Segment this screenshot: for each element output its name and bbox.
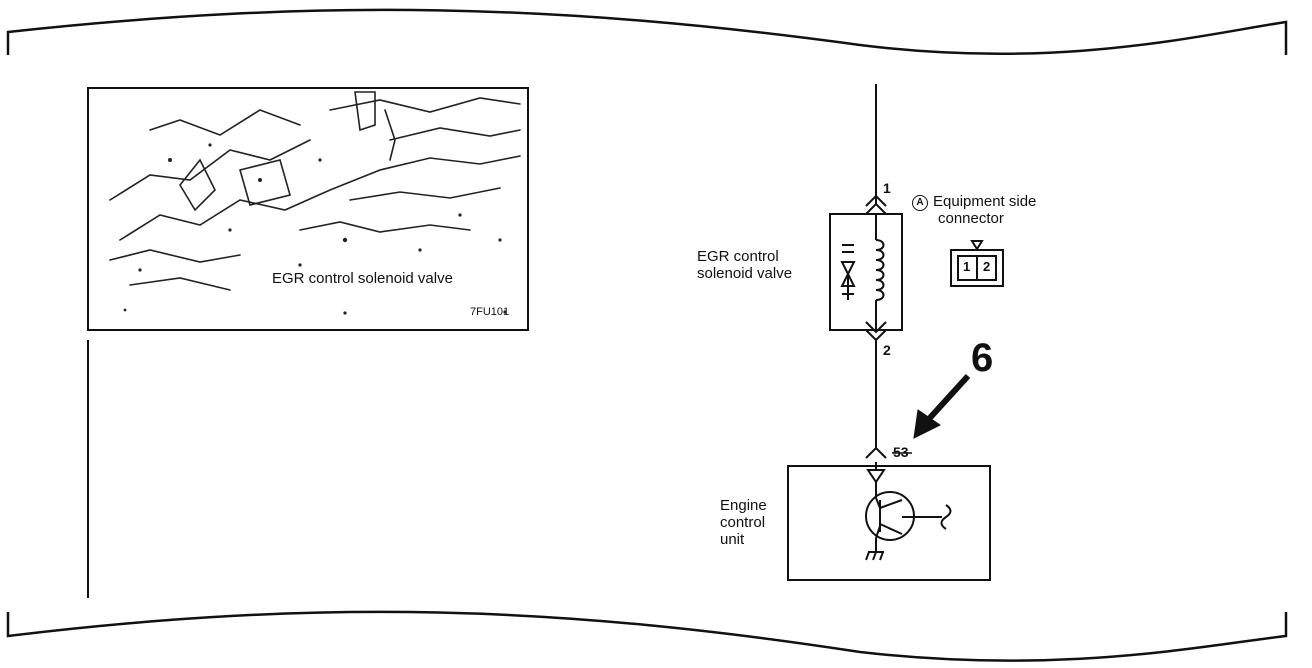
callout-number: 6 [971, 336, 994, 380]
ecu-terminal-number: 53 [893, 444, 909, 460]
valve-label: EGR control solenoid valve [697, 248, 793, 283]
ecu-label-line2: control [720, 513, 766, 531]
ecu-label: Engine control unit [720, 497, 767, 548]
engine-control-unit-symbol [787, 446, 991, 581]
bottom-wavy-border [6, 610, 1288, 662]
photo-figure-code: 7FU101 [470, 306, 510, 318]
top-wavy-border [6, 8, 1288, 56]
photo-caption: EGR control solenoid valve [272, 270, 453, 287]
equipment-side-connector-symbol [950, 240, 1004, 287]
pin-top-number: 1 [883, 180, 891, 196]
solenoid-valve-symbol [829, 194, 903, 342]
pin-bottom-number: 2 [883, 342, 891, 358]
callout-arrow [913, 373, 971, 439]
valve-label-line2: solenoid valve [697, 264, 793, 282]
ecu-label-line1: Engine [720, 497, 767, 514]
connector-label-line1: Equipment side [933, 193, 1037, 210]
photo-illustration [87, 87, 529, 331]
connector-pin-2: 2 [983, 259, 991, 274]
connector-label-line2: connector [938, 210, 1004, 227]
connector-a-icon: A [912, 195, 928, 211]
ecu-label-line3: unit [720, 530, 745, 548]
connector-pin-1: 1 [963, 259, 971, 274]
valve-label-line1: EGR control [697, 248, 779, 265]
connector-label: A Equipment side connector [912, 193, 1037, 228]
